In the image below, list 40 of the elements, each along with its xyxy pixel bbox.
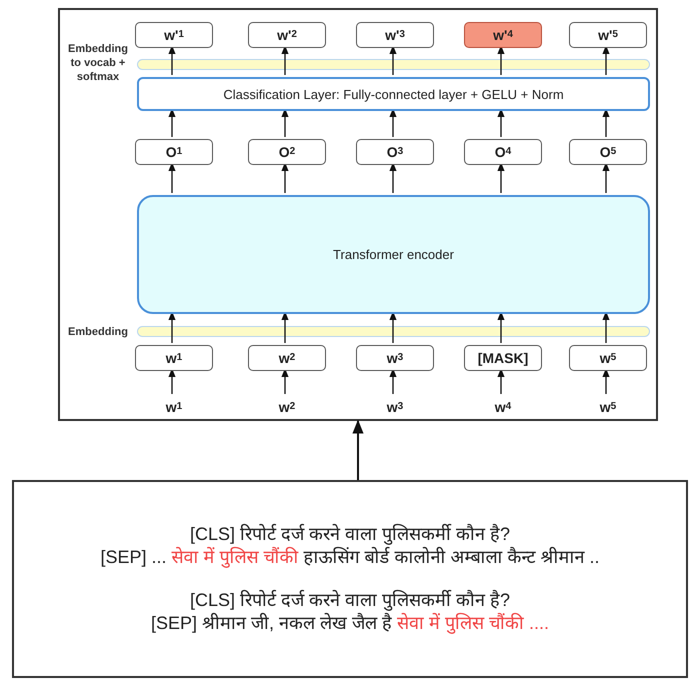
- passage-text: [SEP] ...: [100, 547, 166, 567]
- arrow: [602, 311, 610, 343]
- arrow: [497, 108, 505, 137]
- passage-text: हाऊसिंग बोर्ड कालोनी अम्बाला कैन्ट श्रीमान ..: [304, 547, 600, 567]
- text-panel: [12, 480, 688, 678]
- encoder-box: Transformer encoder: [137, 195, 650, 314]
- band-label: Embedding to vocab + softmax: [67, 42, 129, 84]
- arrow: [497, 162, 505, 193]
- band-label: Embedding: [67, 325, 129, 339]
- arrow: [497, 311, 505, 343]
- passage-text: [CLS] रिपोर्ट दर्ज करने वाला पुलिसकर्मी कौन है?: [190, 590, 510, 610]
- arrow: [281, 162, 289, 193]
- passage-text: [SEP] श्रीमान जी, नकल लेख जैल है: [150, 613, 392, 633]
- arrow: [602, 108, 610, 137]
- arrow: [168, 108, 176, 137]
- passage-text: सेवा में पुलिस चौंकी: [172, 547, 299, 567]
- arrow: [389, 162, 397, 193]
- passage-text: [CLS] रिपोर्ट दर्ज करने वाला पुलिसकर्मी कौन है?: [190, 524, 510, 544]
- arrow: [497, 45, 505, 75]
- input-token-box: [MASK]: [464, 345, 542, 371]
- classification-layer-box: Classification Layer: Fully-connected layer + GELU + Norm: [137, 77, 650, 111]
- arrow: [281, 45, 289, 75]
- arrow: [602, 368, 610, 394]
- arrow: [168, 45, 176, 75]
- arrow: [281, 108, 289, 137]
- arrow: [389, 368, 397, 394]
- arrow: [352, 420, 364, 480]
- arrow: [281, 368, 289, 394]
- passage-text: सेवा में पुलिस चौंकी ....: [397, 613, 550, 633]
- arrow: [389, 45, 397, 75]
- arrow: [602, 162, 610, 193]
- arrow: [497, 368, 505, 394]
- arrow: [602, 45, 610, 75]
- arrow: [389, 108, 397, 137]
- arrow: [168, 162, 176, 193]
- arrow: [168, 311, 176, 343]
- arrow: [281, 311, 289, 343]
- arrow: [168, 368, 176, 394]
- arrow: [389, 311, 397, 343]
- model-frame: [58, 8, 658, 421]
